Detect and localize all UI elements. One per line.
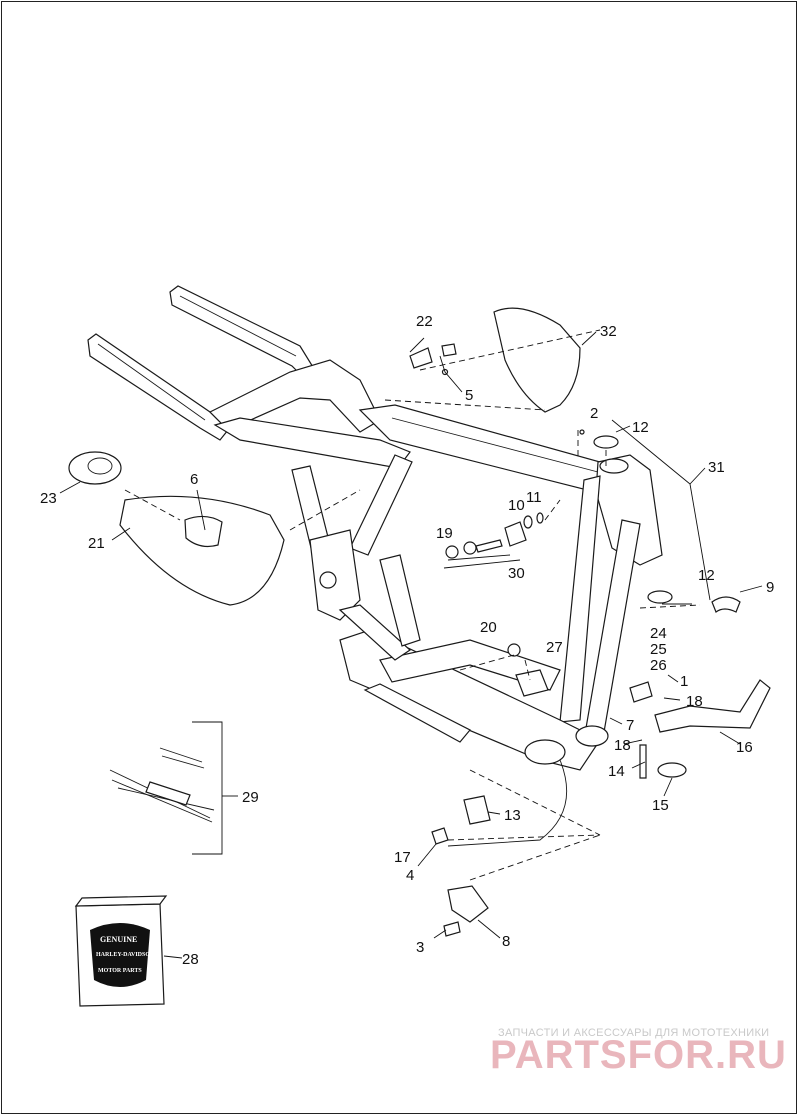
bracket-27 [515, 669, 549, 697]
callout-26: 26 [650, 657, 667, 674]
callout-8: 8 [502, 933, 510, 950]
side-cover-32 [493, 307, 581, 413]
clip-22 [409, 347, 433, 369]
callout-9: 9 [766, 579, 774, 596]
callout-7: 7 [626, 717, 634, 734]
parts-box-28: GENUINE HARLEY-DAVIDSON MOTOR PARTS [74, 895, 168, 1007]
tool-kit-29 [109, 747, 215, 823]
bearing-cup-12-upper [593, 435, 619, 449]
callout-27: 27 [546, 639, 563, 656]
callout-3: 3 [416, 939, 424, 956]
side-cover-21 [119, 495, 285, 606]
callout-1: 1 [680, 673, 688, 690]
callout-14: 14 [608, 763, 625, 780]
callout-18-upper: 18 [686, 693, 703, 710]
lock-cylinder-10 [504, 521, 527, 547]
callout-20: 20 [480, 619, 497, 636]
switch-13 [463, 795, 491, 825]
callout-23: 23 [40, 490, 57, 507]
callout-5: 5 [465, 387, 473, 404]
callout-24: 24 [650, 625, 667, 642]
watermark-brand: PARTSFOR.RU [490, 1033, 787, 1077]
callout-13: 13 [504, 807, 521, 824]
callout-21: 21 [88, 535, 105, 552]
callout-31: 31 [708, 459, 725, 476]
callout-numbers: 1 2 3 4 5 6 7 8 9 10 11 12 12 13 14 15 1… [40, 313, 774, 968]
callout-10: 10 [508, 497, 525, 514]
callout-6: 6 [190, 471, 198, 488]
callout-19: 19 [436, 525, 453, 542]
bearing-cup-12-lower [647, 590, 673, 604]
callout-2: 2 [590, 405, 598, 422]
box-text-line3: MOTOR PARTS [98, 968, 142, 974]
watermark: ЗАПЧАСТИ И АКСЕССУАРЫ ДЛЯ МОТОТЕХНИКИ PA… [490, 1027, 787, 1077]
box-text-line2: HARLEY-DAVIDSON [96, 952, 155, 958]
callout-12-upper: 12 [632, 419, 649, 436]
callout-25: 25 [650, 641, 667, 658]
callout-29: 29 [242, 789, 259, 806]
callout-22: 22 [416, 313, 433, 330]
callout-15: 15 [652, 797, 669, 814]
callout-30: 30 [508, 565, 525, 582]
key-19 [445, 545, 459, 559]
bracket-8 [447, 885, 489, 923]
cap-23 [68, 451, 122, 485]
callout-28: 28 [182, 951, 199, 968]
callout-4: 4 [406, 867, 414, 884]
box-text-line1: GENUINE [100, 935, 137, 944]
spring-15 [657, 762, 687, 778]
kickstand-16 [654, 679, 771, 733]
callout-32: 32 [600, 323, 617, 340]
callout-17: 17 [394, 849, 411, 866]
callout-12-lower: 12 [698, 567, 715, 584]
watermark-tagline: ЗАПЧАСТИ И АКСЕССУАРЫ ДЛЯ МОТОТЕХНИКИ [498, 1027, 769, 1039]
callout-16: 16 [736, 739, 753, 756]
callout-11: 11 [526, 489, 542, 506]
motorcycle-frame [87, 285, 663, 771]
callout-18-lower: 18 [614, 737, 631, 754]
clamp-9 [711, 596, 741, 613]
grommet-20 [507, 643, 521, 657]
leader-lines [59, 329, 763, 959]
